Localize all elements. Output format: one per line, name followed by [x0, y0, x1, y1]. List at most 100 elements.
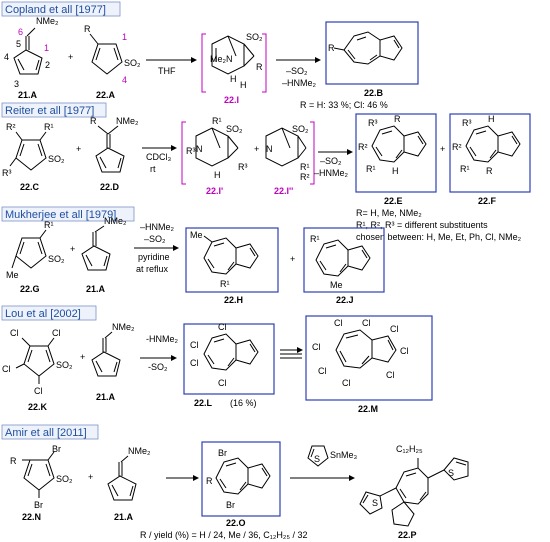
label-21A-2: 21.A [86, 284, 106, 294]
svg-text:R¹: R¹ [220, 279, 230, 289]
svg-text:rt: rt [150, 164, 156, 174]
svg-text:R¹: R¹ [44, 220, 54, 230]
header-lou: Lou et al [2002] [5, 308, 81, 320]
header-lou-box [1, 305, 97, 321]
svg-text:3: 3 [14, 79, 19, 89]
svg-text:Br: Br [34, 500, 43, 510]
intermediate-22I-double-prime: SO₂ N R¹ R² [265, 121, 315, 185]
label-22N: 22.N [22, 512, 41, 522]
box-22J [303, 227, 385, 293]
molecule-21A-4: NMe₂ [107, 446, 151, 501]
header-reiter: Reiter et all [1977] [5, 105, 94, 117]
svg-text:R³: R³ [2, 168, 12, 178]
svg-text:Cl: Cl [318, 366, 327, 376]
header-copland: Copland et all [1977] [5, 4, 106, 16]
molecule-22C: R² R¹ R³ SO₂ [2, 122, 65, 178]
box-22M [305, 315, 433, 401]
header-reiter-box [1, 102, 107, 118]
note-reiter-3: chosen between: H, Me, Et, Ph, Cl, NMe₂ [356, 232, 522, 242]
svg-text:N: N [196, 144, 203, 154]
box-22B [325, 21, 419, 85]
label-22L: 22.L [194, 398, 213, 408]
svg-text:N: N [266, 144, 273, 154]
svg-text:R²: R² [300, 172, 310, 182]
svg-text:–SO₂: –SO₂ [144, 234, 166, 244]
note-reiter-2: R¹, R², R³ = different substituents [356, 220, 488, 230]
box-22E [355, 113, 437, 193]
box-22L [183, 323, 275, 395]
label-22P: 22.P [398, 530, 417, 540]
svg-text:Cl: Cl [218, 378, 227, 388]
svg-text:Br: Br [52, 444, 61, 454]
svg-text:Cl: Cl [190, 340, 199, 350]
svg-text:(16 %): (16 %) [230, 398, 257, 408]
svg-text:Cl: Cl [342, 378, 351, 388]
note-reiter-1: R= H, Me, NMe₂ [356, 208, 422, 218]
molecule-22P: S S C₁₂H₂₅ [359, 444, 469, 527]
svg-text:H: H [488, 114, 495, 124]
svg-text:R²: R² [6, 122, 16, 132]
svg-text:Cl: Cl [218, 322, 227, 332]
label-22F: 22.F [478, 196, 497, 206]
svg-text:Me: Me [330, 280, 343, 290]
svg-text:+: + [76, 144, 81, 154]
svg-text:SO₂: SO₂ [56, 360, 73, 370]
note-22B: R = H: 33 %; Cl: 46 % [300, 100, 388, 110]
svg-text:1: 1 [44, 43, 49, 53]
svg-text:+: + [80, 352, 85, 362]
svg-text:Cl: Cl [362, 318, 371, 328]
label-22D: 22.D [100, 182, 120, 192]
svg-text:R³: R³ [238, 162, 248, 172]
label-22I: 22.I [224, 95, 239, 105]
molecule-22E: R³ R R² R¹ H [358, 114, 427, 176]
intermediate-22I: SO₂ Me₂N H H R [201, 32, 267, 93]
box-22H [185, 227, 279, 293]
svg-text:R³: R³ [368, 118, 378, 128]
svg-text:+: + [290, 254, 295, 264]
label-22G: 22.G [20, 284, 40, 294]
svg-text:2: 2 [45, 60, 50, 70]
molecule-22O: Br R Br [206, 448, 271, 510]
svg-text:CDCl₃: CDCl₃ [146, 152, 171, 162]
molecule-22D: R NMe₂ [90, 116, 139, 173]
svg-text:R³: R³ [186, 146, 196, 156]
svg-text:+: + [254, 144, 259, 154]
svg-text:R: R [486, 166, 493, 176]
box-22O [201, 441, 281, 517]
svg-text:R: R [394, 114, 401, 124]
svg-text:R: R [84, 24, 91, 34]
svg-text:H: H [230, 74, 237, 84]
molecule-21A: NMe₂ 6 1 2 3 4 5 [4, 16, 59, 89]
reagent-thienyl-snme3: S SnMe₃ [307, 445, 358, 467]
svg-text:SO₂: SO₂ [48, 254, 65, 264]
label-22C: 22.C [20, 182, 40, 192]
svg-text:R²: R² [452, 142, 462, 152]
svg-text:Cl: Cl [312, 342, 321, 352]
svg-text:R: R [328, 43, 335, 53]
box-22F [449, 113, 531, 193]
molecule-22A: R SO₂ 1 4 [84, 24, 141, 85]
svg-text:–HNMe₂: –HNMe₂ [282, 78, 317, 88]
label-21A: 21.A [18, 90, 38, 100]
svg-text:–HNMe₂: –HNMe₂ [314, 168, 349, 178]
svg-text:R: R [90, 116, 97, 126]
molecule-22N: R Br SO₂ Br [10, 444, 73, 510]
label-21A-3: 21.A [96, 392, 116, 402]
svg-text:Cl: Cl [10, 328, 19, 338]
svg-text:SO₂: SO₂ [292, 124, 309, 134]
svg-text:Me₂N: Me₂N [210, 54, 233, 64]
svg-text:SO₂: SO₂ [226, 124, 243, 134]
svg-text:R³: R³ [462, 118, 472, 128]
svg-text:NMe₂: NMe₂ [104, 216, 127, 226]
label-22H: 22.H [224, 295, 243, 305]
svg-text:NMe₂: NMe₂ [36, 16, 59, 26]
svg-text:-SO₂: -SO₂ [148, 362, 168, 372]
plus: + [68, 52, 73, 62]
header-mukherjee-box [1, 206, 135, 222]
svg-text:R¹: R¹ [310, 234, 320, 244]
header-mukherjee: Mukherjee et all [1979] [5, 209, 116, 221]
label-22I-double-prime: 22.I'' [274, 186, 293, 196]
svg-text:C₁₂H₂₅: C₁₂H₂₅ [396, 444, 423, 454]
header-amir: Amir et all [2011] [5, 427, 87, 439]
